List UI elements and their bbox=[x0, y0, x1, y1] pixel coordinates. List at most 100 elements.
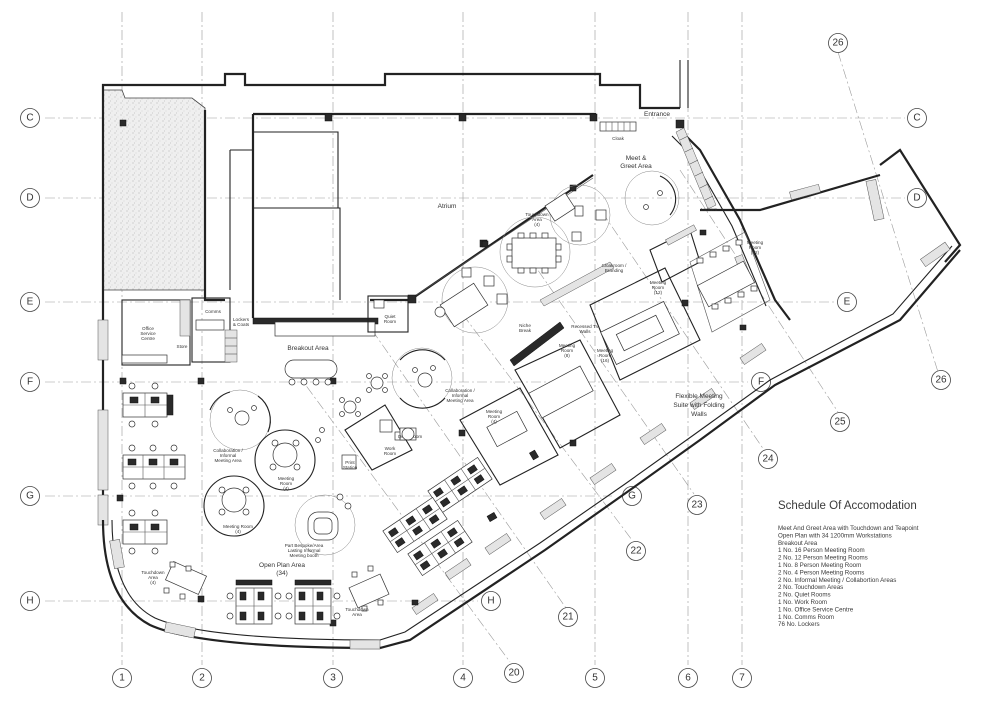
office-service-label: Office bbox=[142, 326, 154, 331]
collab-right-label: Collaboration / bbox=[445, 388, 475, 393]
svg-text:C: C bbox=[26, 113, 33, 124]
svg-text:D: D bbox=[913, 193, 920, 204]
print-station-label-2: Station bbox=[343, 465, 358, 470]
grid-bubble-21: 21 bbox=[558, 607, 578, 627]
entrance-zone: Entrance Cloak Meet & Greet Area Lockers bbox=[599, 111, 718, 226]
breakout-tables bbox=[315, 373, 415, 443]
courtyard-hatch bbox=[102, 89, 206, 291]
open-plan-label-2: (34) bbox=[276, 570, 288, 577]
store-label: Store bbox=[177, 344, 188, 349]
schedule-line: 1 No. Comms Room bbox=[778, 614, 834, 621]
grid-bubble-h-left: H bbox=[20, 591, 40, 611]
meeting-4a-label-3: (4) bbox=[491, 419, 497, 424]
svg-text:C: C bbox=[913, 113, 920, 124]
touchdown-left-label: Touchdown bbox=[141, 570, 165, 575]
office-service-label-3: Centre bbox=[141, 336, 155, 341]
grid-bubble-g-left: G bbox=[20, 486, 40, 506]
meeting-8-label: Meeting bbox=[559, 343, 576, 348]
cloakroom-branding: Cloakroom / Branding bbox=[539, 261, 627, 307]
comms-label: Comms bbox=[205, 309, 222, 314]
grid-bubble-22: 22 bbox=[626, 541, 646, 561]
svg-text:G: G bbox=[628, 491, 636, 502]
meeting-room-4-circ-a: Meeting Room (4) bbox=[254, 429, 316, 491]
entrance-label: Entrance bbox=[644, 111, 670, 118]
meeting-16-label: Meeting bbox=[597, 348, 614, 353]
meeting-16-label-3: (16) bbox=[601, 358, 610, 363]
schedule-line: Meet And Greet Area with Touchdown and T… bbox=[778, 525, 919, 532]
svg-text:D: D bbox=[26, 193, 33, 204]
schedule-of-accommodation: Schedule Of Accomodation Meet And Greet … bbox=[778, 500, 919, 628]
flexible-suite-label-2: Suite with Folding bbox=[673, 402, 725, 409]
cloakroom-label-2: Branding bbox=[605, 268, 624, 273]
svg-text:H: H bbox=[26, 596, 33, 607]
schedule-line: 2 No. 4 Person Meeting Rooms bbox=[778, 569, 864, 576]
collab-left-label: Collaboration / bbox=[213, 448, 243, 453]
grid-bubble-6: 6 bbox=[678, 668, 698, 688]
building-shell bbox=[97, 60, 962, 650]
collab-right-label-3: Meeting Area bbox=[446, 398, 474, 403]
grid-bubble-25: 25 bbox=[830, 412, 850, 432]
svg-text:3: 3 bbox=[330, 673, 336, 684]
schedule-line: 1 No. Work Room bbox=[778, 599, 827, 606]
svg-text:2: 2 bbox=[199, 673, 205, 684]
grid-bubble-e-left: E bbox=[20, 292, 40, 312]
schedule-line: 2 No. Touchdown Areas bbox=[778, 584, 843, 591]
svg-text:5: 5 bbox=[592, 673, 598, 684]
quiet-room-top: Quiet Room bbox=[367, 295, 409, 333]
grid-bubble-2: 2 bbox=[192, 668, 212, 688]
grid-bubble-4: 4 bbox=[453, 668, 473, 688]
print-station-label: Print bbox=[345, 460, 355, 465]
grid-bubble-23: 23 bbox=[687, 495, 707, 515]
lockers-coats-label: Lockers bbox=[233, 317, 250, 322]
svg-text:1: 1 bbox=[119, 673, 125, 684]
work-room-label: Work bbox=[385, 446, 396, 451]
svg-text:25: 25 bbox=[834, 417, 846, 428]
quiet-room-label: Quiet bbox=[385, 314, 397, 319]
cloak-label: Cloak bbox=[612, 136, 624, 141]
grid-bubble-c-right: C bbox=[907, 108, 927, 128]
meeting-top-label: Meeting bbox=[650, 280, 667, 285]
grid-bubble-1: 1 bbox=[112, 668, 132, 688]
meeting-4b-label-2: (4) bbox=[235, 529, 241, 534]
grid-bubbles: C D E F G H C D E F G H 1 2 3 4 5 6 7 20… bbox=[20, 33, 951, 688]
bespoke-label-2: Lasting Informal bbox=[288, 548, 321, 553]
svg-text:G: G bbox=[26, 491, 34, 502]
meeting-4a-label: Meeting bbox=[486, 409, 503, 414]
niche-break: Recessed TV Walls Niche Break bbox=[509, 321, 600, 367]
touchdown-mid-label-2: Area bbox=[352, 612, 362, 617]
meeting-room-4-diag: Meeting Room (4) bbox=[459, 387, 559, 486]
meeting-ne-label-2: Room bbox=[749, 245, 761, 250]
schedule-title: Schedule Of Accomodation bbox=[778, 500, 917, 512]
meeting-room-16: Meeting Room (16) bbox=[589, 267, 701, 381]
recessed-label: Recessed TV bbox=[571, 324, 599, 329]
svg-text:4: 4 bbox=[460, 673, 466, 684]
meeting-room-12-ne: Meeting Room (12) bbox=[689, 231, 771, 333]
meet-greet-label-2: Greet Area bbox=[620, 163, 652, 170]
meeting-4-circ-label: Meeting bbox=[278, 476, 295, 481]
svg-text:7: 7 bbox=[739, 673, 745, 684]
schedule-line: 1 No. 16 Person Meeting Room bbox=[778, 547, 865, 554]
meeting-8-label-3: (8) bbox=[564, 353, 570, 358]
breakout-area: Breakout Area bbox=[284, 345, 338, 386]
grid-bubble-h-inner: H bbox=[481, 591, 501, 611]
desk-banks-left bbox=[122, 382, 186, 555]
meeting-top-label-2: Room bbox=[652, 285, 664, 290]
lockers-label: Lockers bbox=[701, 207, 718, 212]
atrium-label: Atrium bbox=[438, 203, 457, 210]
grid-bubble-c-left: C bbox=[20, 108, 40, 128]
meeting-room-8: Meeting Room (8) bbox=[514, 339, 621, 449]
schedule-line: 2 No. Informal Meeting / Collabortion Ar… bbox=[778, 577, 896, 584]
schedule-line: Breakout Area bbox=[778, 540, 818, 547]
touchdown-mid: Touchdown Area bbox=[345, 565, 390, 617]
grid-bubble-d-right: D bbox=[907, 188, 927, 208]
schedule-line: 76 No. Lockers bbox=[778, 621, 820, 628]
svg-text:E: E bbox=[844, 297, 851, 308]
meeting-4b-label: Meeting Room bbox=[223, 524, 253, 529]
niche-label-2: Break bbox=[519, 328, 532, 333]
collab-right: Collaboration / Informal Meeting Area bbox=[391, 347, 476, 409]
service-rooms: Comms Lockers & Coats Office Service Cen… bbox=[121, 297, 250, 366]
touchdown-left-label-2: Area bbox=[148, 575, 158, 580]
meet-greet-label: Meet & bbox=[626, 155, 647, 162]
grid-bubble-3: 3 bbox=[323, 668, 343, 688]
grid-bubble-20: 20 bbox=[504, 663, 524, 683]
